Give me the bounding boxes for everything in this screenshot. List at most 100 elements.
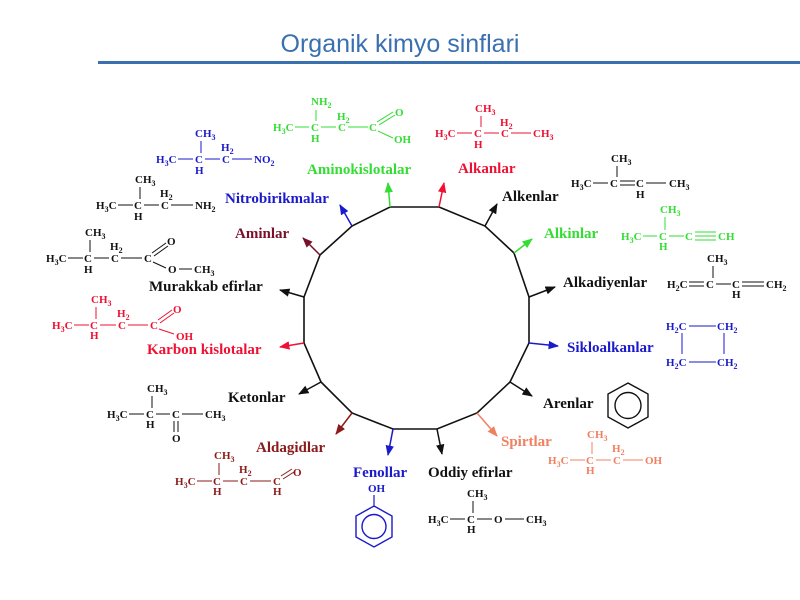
svg-text:CH3: CH3 [205, 409, 226, 423]
svg-text:NH2: NH2 [311, 96, 332, 110]
svg-text:C: C [706, 279, 714, 291]
svg-text:H3C: H3C [156, 154, 177, 168]
svg-text:H3C: H3C [52, 320, 73, 334]
svg-text:H3C: H3C [175, 476, 196, 490]
svg-text:CH: CH [718, 231, 735, 243]
svg-text:H2: H2 [612, 443, 625, 457]
label-aldagidlar: Aldagidlar [256, 440, 326, 456]
svg-text:H: H [467, 524, 476, 536]
svg-text:C: C [150, 320, 158, 332]
label-alkanlar: Alkanlar [458, 161, 516, 177]
arrow-sikloalkanlar [528, 340, 560, 350]
svg-text:C: C [338, 122, 346, 134]
arrow-oddiy-efirlar [436, 428, 445, 456]
svg-text:H: H [586, 465, 595, 477]
svg-text:O: O [167, 236, 176, 248]
svg-text:H3C: H3C [571, 178, 592, 192]
svg-text:CH3: CH3 [660, 204, 681, 218]
svg-text:OH: OH [645, 455, 663, 467]
formula-aminlar: CH3 H3C C H H2 C NH2 [96, 174, 216, 223]
svg-text:CH3: CH3 [135, 174, 156, 188]
label-aminokislotalar: Aminokislotalar [307, 162, 412, 178]
formula-arenlar [607, 382, 649, 429]
svg-text:C: C [685, 231, 693, 243]
svg-text:H: H [146, 419, 155, 431]
svg-text:H2C: H2C [667, 279, 688, 293]
svg-text:CH3: CH3 [91, 294, 112, 308]
svg-text:H: H [636, 189, 645, 201]
svg-text:CH3: CH3 [194, 264, 215, 278]
svg-text:C: C [369, 122, 377, 134]
svg-text:CH3: CH3 [467, 488, 488, 502]
svg-text:C: C [240, 476, 248, 488]
arrow-arenlar [509, 381, 533, 397]
arrow-spirtlar [476, 412, 498, 437]
svg-text:CH3: CH3 [147, 383, 168, 397]
svg-text:C: C [659, 231, 667, 243]
svg-text:C: C [84, 253, 92, 265]
label-sikloalkanlar: Sikloalkanlar [567, 340, 654, 356]
formula-spirtlar: CH3 H3C C H H2 C OH [548, 429, 663, 477]
svg-text:OH: OH [394, 134, 412, 146]
formula-sikloalkanlar: H2C CH2 H2C CH2 [666, 321, 738, 371]
formula-alkanlar: CH3 H3C C H H2 C CH3 [435, 103, 554, 151]
svg-text:H: H [213, 486, 222, 498]
arrow-aldagidlar [335, 412, 353, 435]
slide-title: Organik kimyo sinflari [280, 30, 520, 58]
svg-text:CH3: CH3 [526, 514, 547, 528]
svg-text:CH3: CH3 [475, 103, 496, 117]
svg-text:H3C: H3C [428, 514, 449, 528]
svg-text:C: C [195, 154, 203, 166]
svg-text:C: C [636, 178, 644, 190]
svg-text:H: H [732, 289, 741, 301]
svg-text:C: C [161, 200, 169, 212]
svg-text:OH: OH [368, 483, 386, 495]
formula-aminokislotalar: NH2 H3C C H H2 C C O OH [273, 96, 412, 146]
formula-alkinlar: CH3 H3C C H C CH [621, 204, 735, 253]
svg-text:CH2: CH2 [717, 357, 738, 371]
svg-text:H3C: H3C [435, 128, 456, 142]
formula-fenollar: OH [355, 483, 393, 548]
arrow-fenollar [385, 428, 394, 457]
svg-text:CH3: CH3 [85, 227, 106, 241]
label-karbon-kislotalar: Karbon kislotalar [147, 342, 262, 358]
svg-text:O: O [395, 107, 404, 119]
class-arrows [278, 181, 560, 457]
svg-text:H2: H2 [117, 308, 130, 322]
label-murakkab-efirlar: Murakkab efirlar [149, 279, 263, 295]
svg-text:C: C [144, 253, 152, 265]
label-alkenlar: Alkenlar [502, 189, 559, 205]
svg-text:C: C [213, 476, 221, 488]
label-ketonlar: Ketonlar [228, 390, 286, 406]
svg-text:C: C [467, 514, 475, 526]
arrow-alkanlar [437, 181, 447, 208]
class-labels: Alkanlar Alkenlar Alkinlar Alkadiyenlar … [147, 161, 654, 481]
formula-karbon-kislotalar: CH3 H3C C H H2 C C O OH [52, 294, 194, 343]
svg-text:NO2: NO2 [254, 154, 275, 168]
arrow-alkinlar [513, 238, 533, 254]
svg-text:OH: OH [176, 331, 194, 343]
arrow-alkenlar [484, 203, 498, 227]
svg-text:CH3: CH3 [587, 429, 608, 443]
svg-text:H2: H2 [239, 464, 252, 478]
formula-murakkab-efirlar: CH3 H3C C H H2 C C O O CH3 [46, 227, 215, 278]
svg-text:H: H [474, 139, 483, 151]
label-arenlar: Arenlar [543, 396, 594, 412]
svg-text:C: C [610, 178, 618, 190]
formula-oddiy-efirlar: CH3 H3C C H O CH3 [428, 488, 547, 536]
arrow-alkadiyenlar [528, 286, 556, 298]
svg-text:H2: H2 [110, 241, 123, 255]
svg-text:H: H [195, 165, 204, 177]
svg-text:H: H [90, 330, 99, 342]
label-nitrobirikmalar: Nitrobirikmalar [225, 191, 329, 207]
svg-text:H2: H2 [500, 117, 513, 131]
central-polygon [303, 206, 530, 430]
svg-text:H3C: H3C [107, 409, 128, 423]
svg-text:CH3: CH3 [707, 253, 728, 267]
svg-text:H2: H2 [160, 188, 173, 202]
title-underline [98, 61, 800, 64]
arrow-aminlar [302, 237, 321, 256]
svg-text:CH3: CH3 [533, 128, 554, 142]
